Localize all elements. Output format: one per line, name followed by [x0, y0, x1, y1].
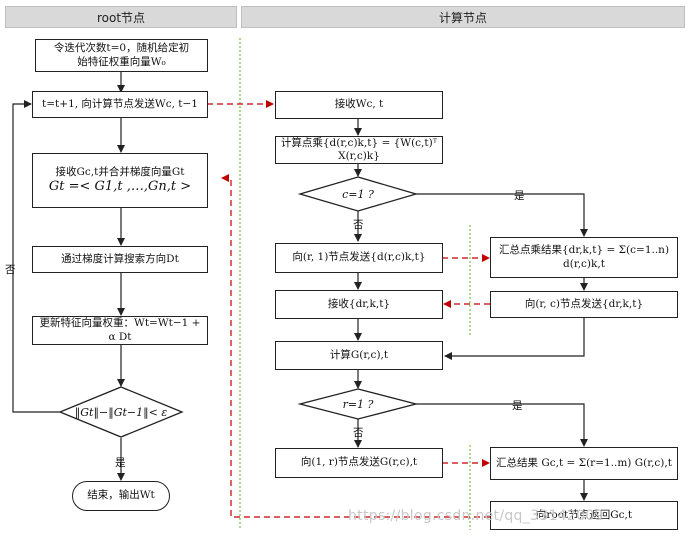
decision-converge [58, 386, 184, 438]
label-no-loop: 否 [5, 264, 16, 276]
sum-g-box: 汇总结果 Gc,t = Σ(r=1..m) G(r,c),t [490, 447, 678, 480]
send-1r-box: 向(1, r)节点发送G(r,c),t [275, 448, 443, 478]
watermark: https://blog.csdn.net/qq_33142009 [348, 508, 604, 524]
send-box: t=t+1, 向计算节点发送Wc, t−1 [32, 91, 208, 118]
sum-dot-box: 汇总点乘结果{dr,k,t} = Σ(c=1..n) d(r,c)k,t [490, 237, 678, 278]
return-root-box: 向root节点返回Gc,t [490, 501, 678, 530]
init-box: 令迭代次数t=0，随机给定初 始特征权重向量W₀ [35, 39, 208, 72]
decision-converge-text: ‖Gt‖−‖Gt−1‖< ε [75, 406, 168, 420]
decision-r-text: r=1 ? [343, 398, 374, 411]
recv-merge-line-2: Gt =< G1,t ,…,Gn,t > [48, 178, 192, 194]
dot-box: 计算点乘{d(r,c)k,t} = {W(c,t)ᵀ X(r,c)k} [275, 136, 443, 164]
update-box: 更新特征向量权重：Wt=Wt−1 + α Dt [32, 316, 208, 345]
end-terminal: 结束，输出Wt [72, 481, 170, 511]
label-no-c: 否 [353, 219, 364, 231]
init-line-2: 始特征权重向量W₀ [77, 55, 166, 68]
decision-c-text: c=1 ? [342, 188, 374, 201]
label-yes-r: 是 [512, 400, 523, 412]
recv-d-box: 接收{dr,k,t} [275, 290, 443, 319]
recv-merge-box: 接收Gc,t并合并梯度向量Gt Gt =< G1,t ,…,Gn,t > [32, 153, 208, 208]
init-line-1: 令迭代次数t=0，随机给定初 [53, 42, 190, 55]
label-yes-c: 是 [514, 190, 525, 202]
header-root: root节点 [5, 6, 237, 28]
send-rc-box: 向(r, c)节点发送{dr,k,t} [490, 291, 678, 318]
label-no-r: 否 [353, 427, 364, 439]
search-dir-box: 通过梯度计算搜索方向Dt [32, 246, 208, 273]
label-yes-end: 是 [115, 457, 126, 469]
send-r1-box: 向(r, 1)节点发送{d(r,c)k,t} [275, 243, 443, 273]
calc-g-box: 计算G(r,c),t [275, 341, 443, 370]
recv-merge-line-1: 接收Gc,t并合并梯度向量Gt [55, 165, 185, 178]
header-compute: 计算节点 [241, 6, 685, 28]
recv-w-box: 接收Wc, t [275, 91, 443, 119]
